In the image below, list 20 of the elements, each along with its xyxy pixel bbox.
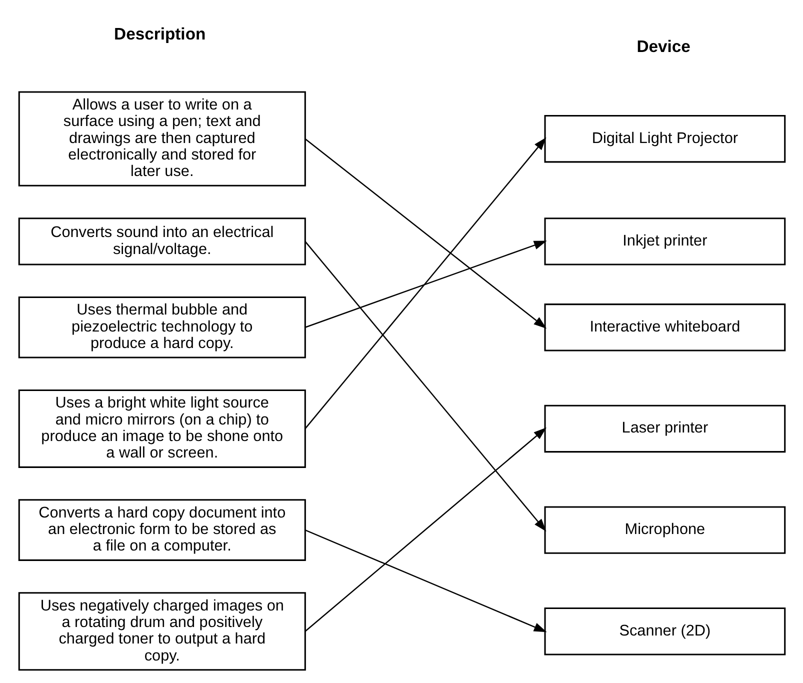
- label: Device: [636, 37, 690, 56]
- node-box: Uses thermal bubble and piezoelectric technology to produce a hard copy.: [18, 296, 306, 358]
- node-box: Scanner (2D): [544, 608, 786, 656]
- node-box: Laser printer: [544, 404, 786, 453]
- node-box: Uses a bright white light source and micro mirrors (on a chip) to produce an image to be shone onto a wall or screen.: [18, 389, 306, 468]
- arrow: [304, 138, 546, 329]
- node-box: Microphone: [544, 506, 786, 554]
- label: Description: [114, 24, 206, 44]
- node-box: Interactive whiteboard: [544, 304, 786, 352]
- node-box: Converts sound into an electrical signal/voltage.: [18, 218, 306, 266]
- node-box: Digital Light Projector: [544, 114, 786, 163]
- arrow: [304, 240, 546, 328]
- arrow: [304, 241, 546, 532]
- arrow: [304, 137, 546, 430]
- node-box: Uses negatively charged images on a rotating drum and positively charged toner to output a hard copy.: [18, 592, 306, 671]
- node-box: Inkjet printer: [544, 218, 786, 266]
- arrow: [304, 427, 546, 632]
- node-box: Converts a hard copy document into an electronic form to be stored as a file on a computer.: [18, 499, 306, 561]
- arrow: [304, 529, 546, 632]
- node-box: Allows a user to write on a surface using a pen; text and drawings are then captured electronically and stored for later use.: [18, 91, 306, 186]
